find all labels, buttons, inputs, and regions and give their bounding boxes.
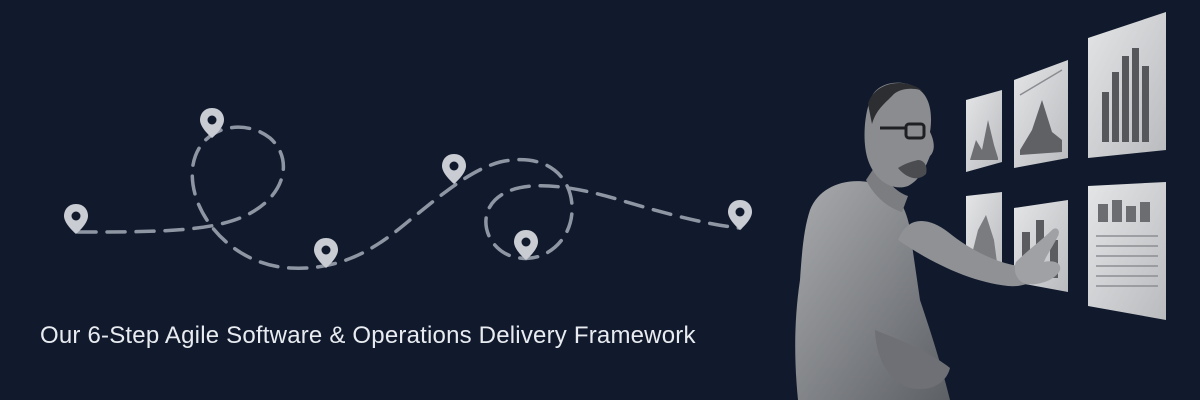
hair: [868, 82, 924, 124]
dashboard-panel: [1088, 182, 1166, 320]
dashboard-panels: [966, 12, 1166, 320]
man-figure: [795, 82, 1061, 400]
location-pin-icon: [728, 200, 752, 230]
folded-arm: [875, 330, 950, 390]
raised-arm: [898, 220, 1039, 287]
location-pin-icon: [442, 154, 466, 184]
location-pin-icon: [514, 230, 538, 260]
page-title: Our 6-Step Agile Software & Operations D…: [40, 322, 696, 349]
location-pin-icon: [314, 238, 338, 268]
photo-man-viewing-dashboards: [795, 12, 1166, 400]
location-pin-icon: [64, 204, 88, 234]
dashed-route-path: [76, 125, 742, 270]
location-pin-icon: [200, 108, 224, 138]
torso: [795, 181, 950, 400]
glasses-icon: [880, 122, 926, 140]
beard: [898, 160, 927, 179]
pointing-hand: [1014, 228, 1061, 285]
